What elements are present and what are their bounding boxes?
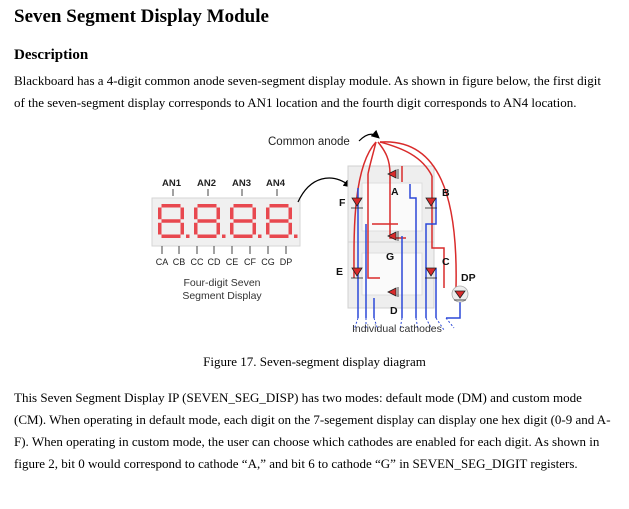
digit-1-segment bbox=[161, 204, 181, 208]
digit-4-segment bbox=[269, 204, 289, 208]
digit-3-segment bbox=[233, 234, 253, 238]
segment-label-f: F bbox=[339, 197, 346, 209]
anode-label-an2: AN2 bbox=[197, 178, 216, 189]
paragraph-line: (CM). When operating in default mode, ea… bbox=[14, 412, 611, 427]
digit-1-segment bbox=[180, 207, 184, 220]
display-caption-line1: Four-digit Seven bbox=[183, 277, 260, 289]
cathode-label-ce: CE bbox=[226, 257, 239, 267]
segment-label-a: A bbox=[391, 186, 399, 198]
digit-4-segment bbox=[288, 207, 292, 220]
digit-3-segment bbox=[252, 207, 256, 220]
digit-2-segment bbox=[216, 207, 220, 220]
digit-2-segment bbox=[194, 222, 198, 235]
cathode-label-cb: CB bbox=[173, 257, 186, 267]
segment-label-e: E bbox=[336, 266, 343, 278]
digit-4-segment bbox=[266, 222, 270, 235]
digit-2-decimal-point bbox=[222, 234, 226, 238]
cathode-label-cg: CG bbox=[261, 257, 275, 267]
common-anode-arrow bbox=[358, 129, 380, 142]
cathode-label-cf: CF bbox=[244, 257, 256, 267]
paragraph-line: of the seven-segment display corresponds… bbox=[14, 95, 577, 110]
paragraph-line: Blackboard has a 4-digit common anode se… bbox=[14, 73, 601, 88]
display-caption-line2: Segment Display bbox=[182, 290, 262, 302]
digit-3-segment bbox=[230, 207, 234, 220]
digit-4-segment bbox=[269, 219, 289, 223]
paragraph-line: figure 2, bit 0 would correspond to cath… bbox=[14, 456, 578, 471]
digit-2-segment bbox=[197, 234, 217, 238]
digit-2-segment bbox=[197, 219, 217, 223]
display-to-schematic-arrow bbox=[297, 177, 352, 203]
cathode-label-ca: CA bbox=[156, 257, 169, 267]
digit-1-segment bbox=[158, 207, 162, 220]
segment-label-d: D bbox=[390, 305, 398, 317]
digit-3-segment bbox=[252, 222, 256, 235]
page-title: Seven Segment Display Module bbox=[14, 6, 269, 27]
digit-4-segment bbox=[266, 207, 270, 220]
segment-schematic: A B C D E F G DP bbox=[336, 141, 476, 331]
cathode-label-cc: CC bbox=[191, 257, 204, 267]
digit-1-segment bbox=[161, 234, 181, 238]
figure-caption: Figure 17. Seven-segment display diagram bbox=[203, 354, 426, 369]
digit-3-segment bbox=[233, 219, 253, 223]
segment-label-dp: DP bbox=[461, 272, 476, 284]
digit-2-segment bbox=[197, 204, 217, 208]
digit-1-segment bbox=[158, 222, 162, 235]
paragraph-line: F). When operating in custom mode, the u… bbox=[14, 434, 600, 449]
digit-3-segment bbox=[230, 222, 234, 235]
digit-1-decimal-point bbox=[186, 234, 190, 238]
individual-cathodes-label: Individual cathodes bbox=[352, 323, 442, 335]
description-paragraph: Blackboard has a 4-digit common anode se… bbox=[14, 70, 619, 114]
anode-label-an4: AN4 bbox=[266, 178, 286, 189]
digit-2-segment bbox=[216, 222, 220, 235]
section-heading-description: Description bbox=[14, 47, 89, 63]
anode-label-an3: AN3 bbox=[232, 178, 251, 189]
segment-label-b: B bbox=[442, 187, 450, 199]
seven-segment-figure: Common anode AN1 AN2 AN3 AN4 CA CB CC CD… bbox=[140, 128, 500, 343]
segment-label-c: C bbox=[442, 256, 450, 268]
paragraph-line: This Seven Segment Display IP (SEVEN_SEG… bbox=[14, 390, 582, 405]
digit-4-segment bbox=[269, 234, 289, 238]
digit-2-segment bbox=[194, 207, 198, 220]
mode-paragraph: This Seven Segment Display IP (SEVEN_SEG… bbox=[14, 387, 619, 475]
digit-1-segment bbox=[180, 222, 184, 235]
anode-label-an1: AN1 bbox=[162, 178, 182, 189]
segment-label-g: G bbox=[386, 251, 394, 263]
digit-1-segment bbox=[161, 219, 181, 223]
digit-3-segment bbox=[233, 204, 253, 208]
cathode-label-cd: CD bbox=[208, 257, 221, 267]
digit-4-segment bbox=[288, 222, 292, 235]
cathode-pins bbox=[161, 246, 287, 254]
digit-3-decimal-point bbox=[258, 234, 262, 238]
display-digits bbox=[158, 204, 298, 238]
anode-pins bbox=[172, 189, 278, 196]
cathode-label-dp: DP bbox=[280, 257, 293, 267]
digit-4-decimal-point bbox=[294, 234, 298, 238]
common-anode-label: Common anode bbox=[268, 136, 350, 148]
